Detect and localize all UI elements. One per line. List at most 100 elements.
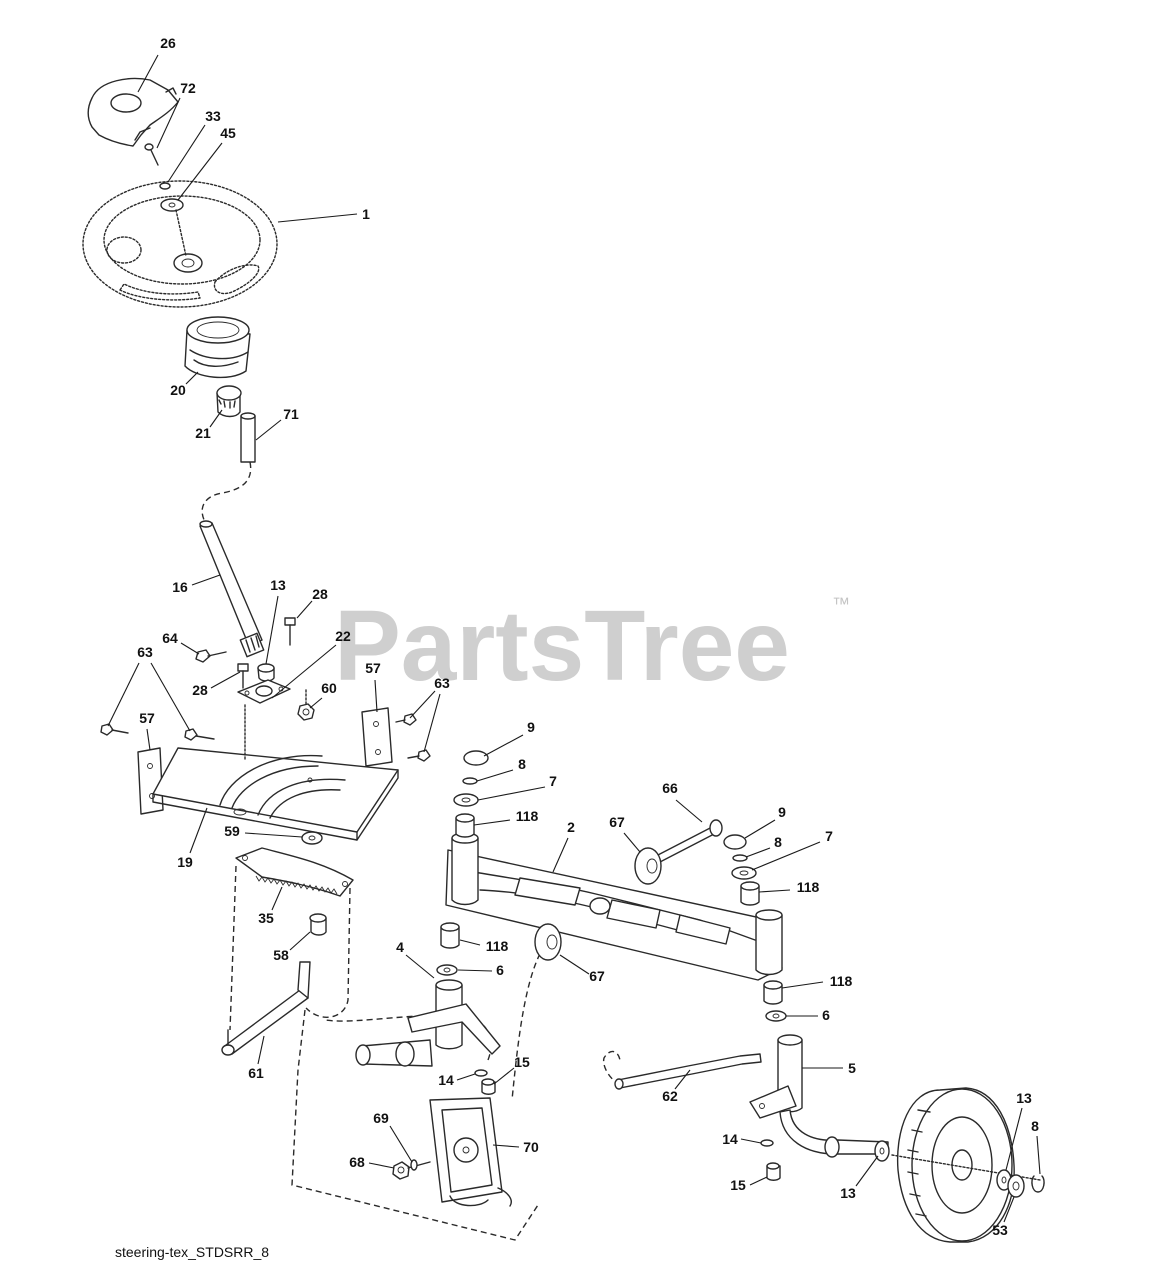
callout: 60 xyxy=(309,680,337,709)
callout-number: 61 xyxy=(248,1065,264,1081)
part-bolt xyxy=(184,728,215,741)
callout: 9 xyxy=(744,804,786,839)
callout-number: 62 xyxy=(662,1088,678,1104)
part-bolt xyxy=(195,649,227,663)
callout-number: 6 xyxy=(496,962,504,978)
part-pivot-bolt xyxy=(655,819,723,863)
callout-number: 28 xyxy=(312,586,328,602)
callout-number: 15 xyxy=(514,1054,530,1070)
part-bushing xyxy=(740,881,760,906)
part-drag-link xyxy=(221,961,311,1056)
callout: 118 xyxy=(758,879,820,895)
callout-number: 72 xyxy=(180,80,196,96)
callout-number: 22 xyxy=(335,628,351,644)
callout: 8 xyxy=(476,756,526,782)
part-steering-cover xyxy=(87,77,179,147)
callout-number: 19 xyxy=(177,854,193,870)
callout-number: 63 xyxy=(137,644,153,660)
callout: 21 xyxy=(195,409,223,441)
callout: 13 xyxy=(1005,1090,1032,1171)
callout: 4 xyxy=(396,939,435,979)
part-cap xyxy=(463,750,489,766)
connection-dashed-line xyxy=(229,865,237,1031)
part-bolt xyxy=(407,1159,431,1171)
callout: 63 xyxy=(409,675,450,753)
part-sector-gear xyxy=(235,847,354,897)
callout-number: 16 xyxy=(172,579,188,595)
callout-number: 118 xyxy=(797,879,820,895)
callout: 62 xyxy=(662,1069,691,1104)
callout-number: 14 xyxy=(438,1072,454,1088)
part-hub-cap xyxy=(1007,1174,1025,1198)
watermark-text: PartsTree xyxy=(334,590,790,702)
callout: 6 xyxy=(457,962,504,978)
part-small-washer xyxy=(159,182,171,190)
part-tie-rod xyxy=(614,1053,762,1090)
callout-number: 57 xyxy=(139,710,155,726)
callout: 35 xyxy=(258,886,283,926)
callout-number: 45 xyxy=(220,125,236,141)
part-washer xyxy=(760,1139,774,1147)
callout: 7 xyxy=(477,773,557,801)
callout: 67 xyxy=(609,814,641,853)
callout-number: 60 xyxy=(321,680,337,696)
callout-number: 66 xyxy=(662,780,678,796)
part-front-wheel xyxy=(891,1087,1041,1243)
part-nut xyxy=(297,689,315,721)
callout: 26 xyxy=(137,35,176,93)
callout-number: 58 xyxy=(273,947,289,963)
callout: 63 xyxy=(107,644,191,732)
part-bracket-right xyxy=(361,707,393,767)
callout: 19 xyxy=(177,807,208,870)
connection-dashed-line xyxy=(305,887,351,1018)
part-bushing xyxy=(766,1162,781,1181)
diagram-caption: steering-tex_STDSRR_8 xyxy=(115,1244,269,1260)
callout: 8 xyxy=(1031,1118,1041,1175)
callout: 33 xyxy=(167,108,221,183)
part-bracket-left xyxy=(137,747,164,815)
callout-number: 69 xyxy=(373,1110,389,1126)
watermark-trademark: ™ xyxy=(832,594,850,614)
part-flange-plate xyxy=(237,679,291,704)
callout: 28 xyxy=(192,671,241,698)
part-washer xyxy=(874,1140,890,1162)
callout-number: 118 xyxy=(830,973,853,989)
callout-number: 26 xyxy=(160,35,176,51)
part-pivot-bracket xyxy=(429,1097,512,1207)
part-column-bushing xyxy=(257,663,275,682)
part-steering-adapter xyxy=(184,316,251,379)
callout-number: 20 xyxy=(170,382,186,398)
part-bushing xyxy=(216,385,242,418)
callout: 1 xyxy=(277,206,370,223)
callout: 70 xyxy=(492,1139,539,1155)
part-retaining-ring xyxy=(732,854,748,862)
callout-number: 9 xyxy=(778,804,786,820)
callout: 118 xyxy=(781,973,853,989)
callout-number: 67 xyxy=(609,814,625,830)
part-gear-bushing xyxy=(309,913,327,936)
callout: 59 xyxy=(224,823,303,839)
callout-number: 7 xyxy=(549,773,557,789)
callout-group: 26 72 33 45 1 20 21 71 16 13 28 64 22 28… xyxy=(107,35,1041,1238)
part-nut xyxy=(392,1161,410,1180)
part-spacer xyxy=(634,847,662,885)
callout: 69 xyxy=(373,1110,413,1163)
part-front-axle xyxy=(445,832,783,981)
part-washer xyxy=(436,964,458,976)
callout: 66 xyxy=(662,780,703,823)
part-screw xyxy=(144,143,159,166)
callout: 20 xyxy=(170,371,199,398)
callout: 9 xyxy=(483,719,535,757)
part-bushing xyxy=(481,1078,496,1095)
callout-number: 13 xyxy=(1016,1090,1032,1106)
callout: 45 xyxy=(177,125,236,201)
callout-number: 35 xyxy=(258,910,274,926)
callout: 53 xyxy=(992,1196,1015,1238)
connection-dashed-line xyxy=(291,1009,539,1241)
callout-number: 8 xyxy=(774,834,782,850)
part-bushing xyxy=(440,922,460,949)
part-washer xyxy=(765,1010,787,1022)
part-cap xyxy=(723,834,747,850)
part-bushing xyxy=(763,980,783,1005)
callout-number: 15 xyxy=(730,1177,746,1193)
